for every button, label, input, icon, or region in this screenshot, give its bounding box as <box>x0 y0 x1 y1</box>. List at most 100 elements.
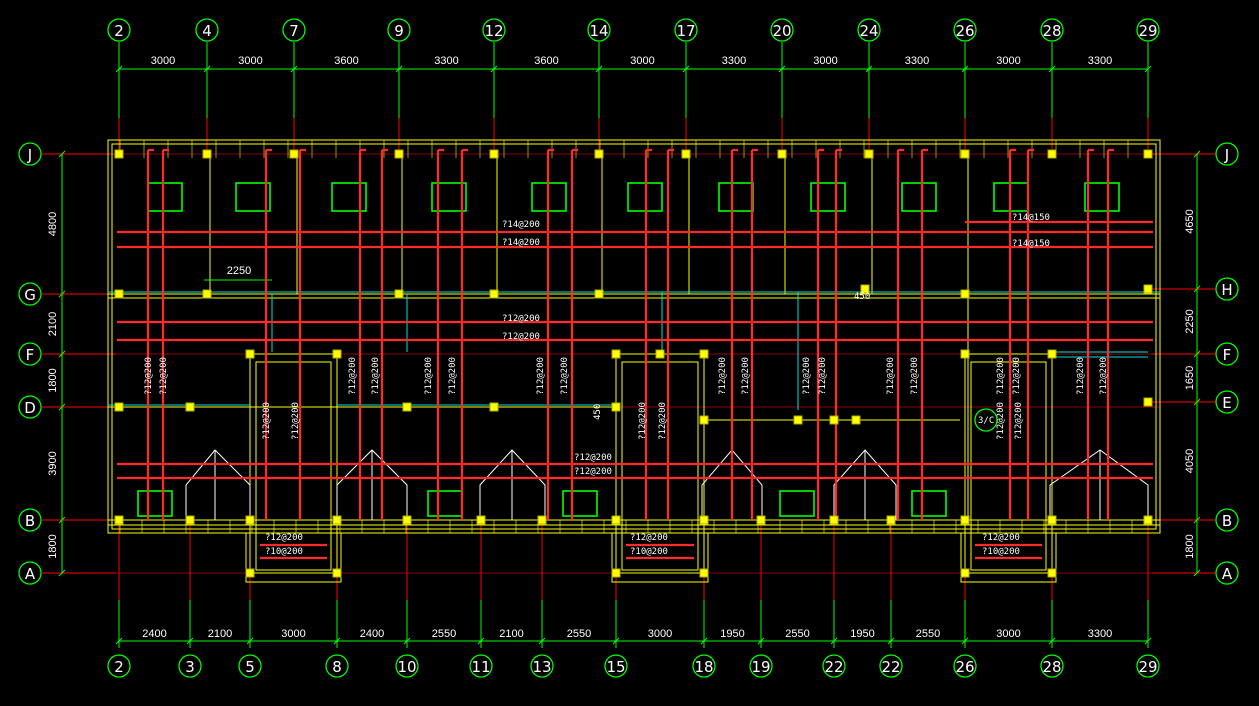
dim-tick <box>58 290 66 298</box>
top-axis-bubble-circle <box>1136 18 1160 42</box>
annotations: ?14@150 ?14@150 ?14@200 ?14@200 ?12@200 … <box>227 213 1050 477</box>
bottom-dim-text: 3000 <box>281 628 305 640</box>
column <box>699 568 709 578</box>
right-axis-bubble-circle <box>1215 390 1239 414</box>
bay-rebar-label: ?10@200 <box>982 547 1020 557</box>
column <box>960 289 970 299</box>
column <box>611 568 621 578</box>
top-dim-text: 3300 <box>1088 55 1112 67</box>
bay-wall <box>611 533 709 583</box>
bottom-axis-bubble-circle <box>178 654 202 678</box>
slab-opening <box>147 182 183 212</box>
top-axis-bubble-label: 4 <box>202 22 212 40</box>
column <box>476 515 486 525</box>
bottom-axis-bubble-circle <box>238 654 262 678</box>
column <box>611 402 621 412</box>
bottom-axis-bubble-label: 3 <box>185 658 195 676</box>
top-dim-text: 3600 <box>534 55 558 67</box>
bottom-axis-bubble-label: 13 <box>532 658 551 676</box>
top-axis-bubble-label: 14 <box>589 22 608 40</box>
dim-tick <box>538 637 546 645</box>
vertical-rebar-label: ?12@200 <box>1076 357 1086 395</box>
dim-tick <box>700 637 708 645</box>
bottom-axis-bubble-label: 22 <box>824 658 843 676</box>
right-axis-bubble-label: J <box>1224 146 1229 164</box>
dim-tick <box>1048 65 1056 73</box>
bay-rebar-label: ?10@200 <box>630 547 668 557</box>
column <box>114 289 124 299</box>
column <box>699 515 709 525</box>
right-dim-text: 1650 <box>1184 366 1196 390</box>
dim-tick <box>403 637 411 645</box>
bottom-axis-bubble-circle <box>530 654 554 678</box>
top-axis-bubble-label: 24 <box>859 22 878 40</box>
columns <box>114 149 1153 578</box>
bottom-axis-bubble-circle <box>879 654 903 678</box>
top-axis-bubble-circle <box>387 18 411 42</box>
column <box>611 515 621 525</box>
dim-tick <box>246 637 254 645</box>
left-axis-bubble-label: G <box>24 286 36 304</box>
column <box>699 349 709 359</box>
column <box>1047 349 1057 359</box>
left-axis-bubble-circle <box>18 395 42 419</box>
left-axis-bubble-label: B <box>25 512 35 530</box>
outer-wall-inner <box>111 143 1157 530</box>
right-axis-bubble-circle <box>1215 277 1239 301</box>
section-marker-circle <box>974 408 998 432</box>
vertical-rebar-label: ?12@200 <box>424 357 434 395</box>
dim-tick <box>1144 65 1152 73</box>
top-axis-bubble-circle <box>195 18 219 42</box>
column <box>594 149 604 159</box>
floor-plan <box>107 139 1161 583</box>
bottom-dim-text: 2550 <box>432 628 456 640</box>
dim-tick <box>395 65 403 73</box>
right-dim-text: 4050 <box>1184 449 1196 473</box>
vertical-rebar-label: ?12@200 <box>262 402 272 440</box>
vertical-rebar-label: ?12@200 <box>658 402 668 440</box>
bottom-axis-bubble-circle <box>107 654 131 678</box>
column <box>829 415 839 425</box>
vertical-rebar-label: ?12@200 <box>910 357 920 395</box>
bar-14-200-a: ?14@200 <box>502 220 540 230</box>
column <box>114 402 124 412</box>
column <box>537 515 547 525</box>
column <box>1047 515 1057 525</box>
gable-outline <box>1049 449 1149 520</box>
right-axis-bubble-label: F <box>1223 346 1232 364</box>
slab-opening <box>562 490 598 517</box>
bar-14-200-b: ?14@200 <box>502 238 540 248</box>
dim-tick <box>1193 150 1201 158</box>
dim-tick <box>595 65 603 73</box>
left-dim-text: 4800 <box>47 212 59 236</box>
column <box>594 289 604 299</box>
top-axis-bubble-label: 20 <box>772 22 791 40</box>
bottom-axis-bubble-circle <box>692 654 716 678</box>
column <box>202 289 212 299</box>
dim-tick <box>961 65 969 73</box>
vertical-rebar-label: ?12@200 <box>996 357 1006 395</box>
bottom-dim-text: 2100 <box>208 628 232 640</box>
dim-tick <box>58 403 66 411</box>
dim-2250-label: 2250 <box>227 265 251 277</box>
bottom-axis-bubble-label: 29 <box>1138 658 1157 676</box>
vertical-rebar-label: ?12@200 <box>144 357 154 395</box>
bottom-dim-text: 2550 <box>567 628 591 640</box>
vertical-rebar-label: ?12@200 <box>638 402 648 440</box>
column <box>655 349 665 359</box>
slab-opening <box>779 490 815 517</box>
dim-tick <box>333 637 341 645</box>
rebar-layer: ?12@200 ?12@200 ?12@200 ?12@200 ?12@200 ?12@2… <box>117 148 1153 560</box>
bottom-axis-bubble-label: 28 <box>1042 658 1061 676</box>
bottom-axis-bubble-circle <box>1136 654 1160 678</box>
bay-wall <box>960 533 1057 583</box>
bottom-axis-bubble-label: 19 <box>751 658 770 676</box>
vertical-rebar-label: ?12@200 <box>996 402 1006 440</box>
top-dim-text: 3300 <box>905 55 929 67</box>
dim-tick <box>1193 350 1201 358</box>
dim-tick <box>865 65 873 73</box>
left-axis-bubble-label: F <box>26 346 35 364</box>
column <box>489 149 499 159</box>
dim-tick <box>1193 285 1201 293</box>
